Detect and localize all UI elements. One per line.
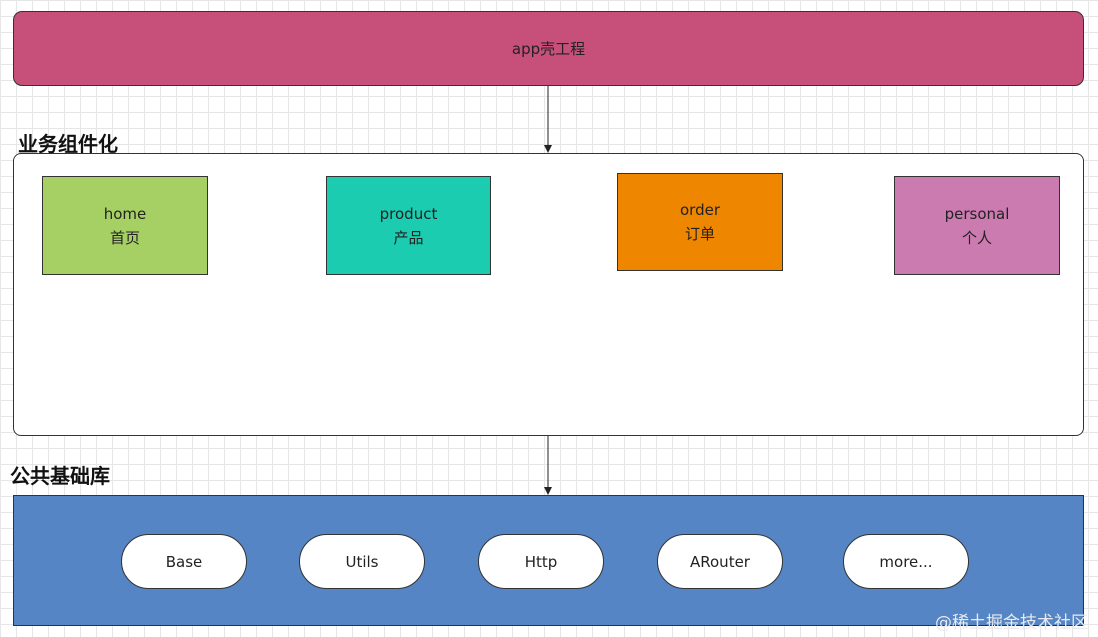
module-personal-cn: 个人 [961, 228, 992, 247]
library-item-label: ARouter [690, 552, 750, 571]
module-home-cn: 首页 [109, 228, 140, 247]
library-layer-title: 公共基础库 [10, 464, 110, 488]
module-order-cn: 订单 [684, 225, 715, 243]
library-item-label: Utils [345, 552, 379, 571]
app-shell-label: app壳工程 [511, 40, 586, 58]
module-home: home 首页 [42, 176, 208, 275]
module-order: order 订单 [617, 173, 783, 271]
library-item-label: Base [165, 552, 203, 571]
library-item-label: Http [524, 552, 558, 571]
library-item-http: Http [478, 534, 604, 589]
module-order-name: order [680, 201, 720, 219]
watermark-text: @稀土掘金技术社区 [935, 613, 1088, 633]
business-layer-title: 业务组件化 [18, 132, 118, 156]
module-personal-name: personal [944, 204, 1010, 223]
module-product: product 产品 [326, 176, 491, 275]
module-home-name: home [103, 204, 147, 223]
library-item-more: more... [843, 534, 969, 589]
library-item-base: Base [121, 534, 247, 589]
library-item-arouter: ARouter [657, 534, 783, 589]
module-product-name: product [379, 204, 438, 223]
module-product-cn: 产品 [393, 228, 424, 247]
app-shell-box: app壳工程 [13, 11, 1084, 86]
module-personal: personal 个人 [894, 176, 1060, 275]
library-item-utils: Utils [299, 534, 425, 589]
library-item-label: more... [879, 552, 933, 571]
